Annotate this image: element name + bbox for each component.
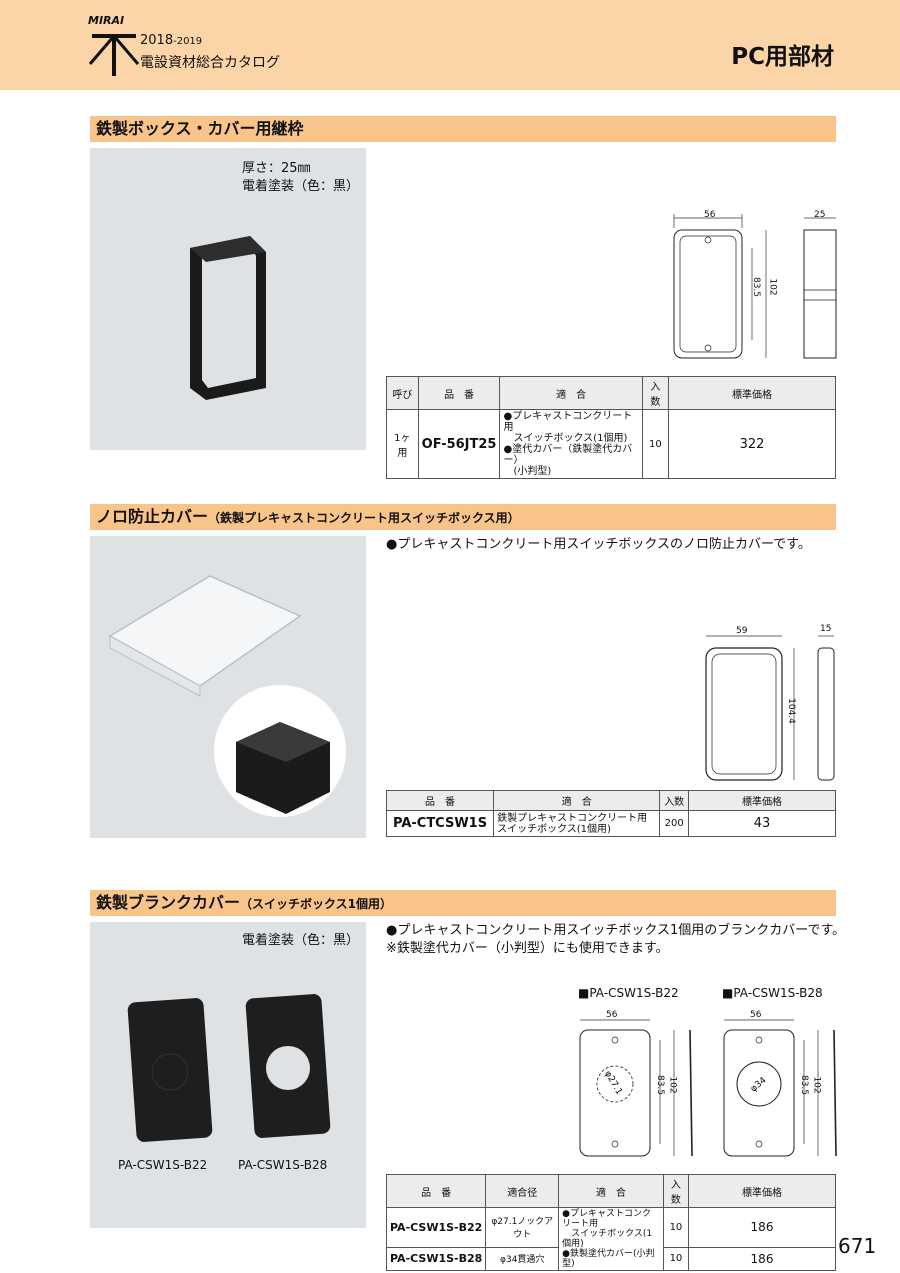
table-header: 呼び <box>386 376 419 410</box>
b22-dim-width: 56 <box>606 1010 618 1020</box>
section3-drawings <box>579 1019 837 1157</box>
size-cell: 1ヶ用 <box>386 409 419 479</box>
section1-photo: 厚さ：25㎜ 電着塗装（色：黒） <box>90 148 366 450</box>
section2-dim-width: 59 <box>736 626 748 636</box>
section1-dim-width: 56 <box>704 210 716 220</box>
table-row: 1ヶ用 OF-56JT25 ●プレキャストコンクリート用 スイッチボックス(1個… <box>386 409 836 479</box>
fit-cell: ●プレキャストコンクリート用 スイッチボックス(1個用) ●塗代カバー（鉄製塗代… <box>499 409 643 479</box>
table-header: 適合径 <box>485 1174 560 1208</box>
model-cell: PA-CTCSW1S <box>385 810 495 837</box>
section1-dim-height2: 102 <box>767 278 778 296</box>
section2-dim-height: 104.4 <box>785 698 796 724</box>
b28-dim-height2: 102 <box>811 1076 822 1094</box>
page-number: 671 <box>838 1234 877 1258</box>
qty-cell: 10 <box>662 1207 690 1248</box>
diam-cell: φ34貫通穴 <box>485 1246 560 1272</box>
section3-bar <box>90 890 836 916</box>
brand-name: MIRAI <box>88 14 125 27</box>
catalog-year: 2018-2019 <box>140 33 203 48</box>
section1-bar <box>90 116 836 142</box>
section3-photo: 電着塗装（色：黒） PA-CSW1S-B22 PA-CSW1S-B28 <box>90 922 366 1228</box>
price-cell: 322 <box>668 409 836 479</box>
table-header: 品 番 <box>417 376 501 410</box>
drawing-label-b22: ■PA-CSW1S-B22 <box>578 986 679 1000</box>
b22-dim-height2: 102 <box>667 1076 678 1094</box>
frame-product-image <box>190 236 266 400</box>
section3-title: 鉄製ブランクカバー（スイッチボックス1個用） <box>96 893 393 912</box>
section1-dim-height1: 83.5 <box>751 276 762 298</box>
table-header: 入数 <box>641 376 670 410</box>
table-header: 適 合 <box>499 376 643 410</box>
table-header: 品 番 <box>385 790 495 811</box>
table-header: 適 合 <box>558 1174 664 1208</box>
section1-dim-depth: 25 <box>814 210 826 220</box>
mirai-logo-icon <box>88 34 140 76</box>
table-header: 入数 <box>662 1174 690 1208</box>
fit-cell: ●プレキャストコンクリート用 スイッチボックス(1個用) ●鉄製塗代カバー(小判… <box>558 1207 664 1271</box>
model-cell: OF-56JT25 <box>417 409 501 479</box>
section2-spec-table: 品 番 適 合 入数 標準価格 PA-CTCSW1S 鉄製プレキャストコンクリー… <box>385 790 836 837</box>
caption-b22: PA-CSW1S-B22 <box>118 1158 208 1172</box>
table-row: PA-CSW1S-B22 φ27.1ノックアウト ●プレキャストコンクリート用 … <box>385 1207 836 1271</box>
price-cell: 43 <box>688 810 836 837</box>
section1-spec-table: 呼び 品 番 適 合 入数 標準価格 1ヶ用 OF-56JT25 ●プレキャスト… <box>386 376 836 479</box>
blank-cover-image <box>127 994 331 1142</box>
section3-note-coating: 電着塗装（色：黒） <box>242 933 360 948</box>
price-cell: 186 <box>688 1246 836 1272</box>
section2-description: ●プレキャストコンクリート用スイッチボックスのノロ防止カバーです。 <box>386 537 811 552</box>
qty-cell: 10 <box>662 1246 690 1272</box>
b22-dim-height1: 83.5 <box>655 1074 666 1096</box>
table-header: 入数 <box>659 790 689 811</box>
model-cell: PA-CSW1S-B22 <box>385 1207 487 1248</box>
section2-bar <box>90 504 836 530</box>
section3-description: ●プレキャストコンクリート用スイッチボックス1個用のブランクカバーです。 <box>386 923 846 938</box>
section2-drawing <box>705 635 835 781</box>
section3-spec-table: 品 番 適合径 適 合 入数 標準価格 PA-CSW1S-B22 φ27.1ノッ… <box>385 1174 836 1272</box>
catalog-title: 電設資材総合カタログ <box>140 55 280 71</box>
b28-dim-width: 56 <box>750 1010 762 1020</box>
fit-cell: 鉄製プレキャストコンクリート用 スイッチボックス(1個用) <box>493 810 661 837</box>
cover-product-image <box>108 575 346 817</box>
section1-title: 鉄製ボックス・カバー用継枠 <box>96 119 304 138</box>
section2-title: ノロ防止カバー（鉄製プレキャストコンクリート用スイッチボックス用） <box>96 507 520 526</box>
diam-cell: φ27.1ノックアウト <box>485 1207 560 1248</box>
section1-drawing <box>673 214 837 359</box>
section1-note-thickness: 厚さ：25㎜ <box>242 161 311 176</box>
table-header: 品 番 <box>385 1174 487 1208</box>
page-category: PC用部材 <box>731 44 834 70</box>
table-row: PA-CSW1S-B28 φ34貫通穴 10 186 <box>385 1246 836 1272</box>
table-header: 標準価格 <box>688 1174 836 1208</box>
table-header: 標準価格 <box>688 790 836 811</box>
section2-dim-depth: 15 <box>820 624 832 634</box>
table-header: 適 合 <box>493 790 661 811</box>
page-header <box>0 0 900 90</box>
qty-cell: 200 <box>659 810 689 837</box>
section2-photo <box>90 536 366 838</box>
drawing-label-b28: ■PA-CSW1S-B28 <box>722 986 823 1000</box>
price-cell: 186 <box>688 1207 836 1248</box>
section3-remark: ※鉄製塗代カバー（小判型）にも使用できます。 <box>386 941 669 956</box>
model-cell: PA-CSW1S-B28 <box>385 1246 487 1272</box>
table-header: 標準価格 <box>668 376 836 410</box>
b28-dim-height1: 83.5 <box>799 1074 810 1096</box>
table-row: PA-CTCSW1S 鉄製プレキャストコンクリート用 スイッチボックス(1個用)… <box>385 810 836 837</box>
caption-b28: PA-CSW1S-B28 <box>238 1158 328 1172</box>
qty-cell: 10 <box>641 409 670 479</box>
section1-note-coating: 電着塗装（色：黒） <box>242 179 360 194</box>
